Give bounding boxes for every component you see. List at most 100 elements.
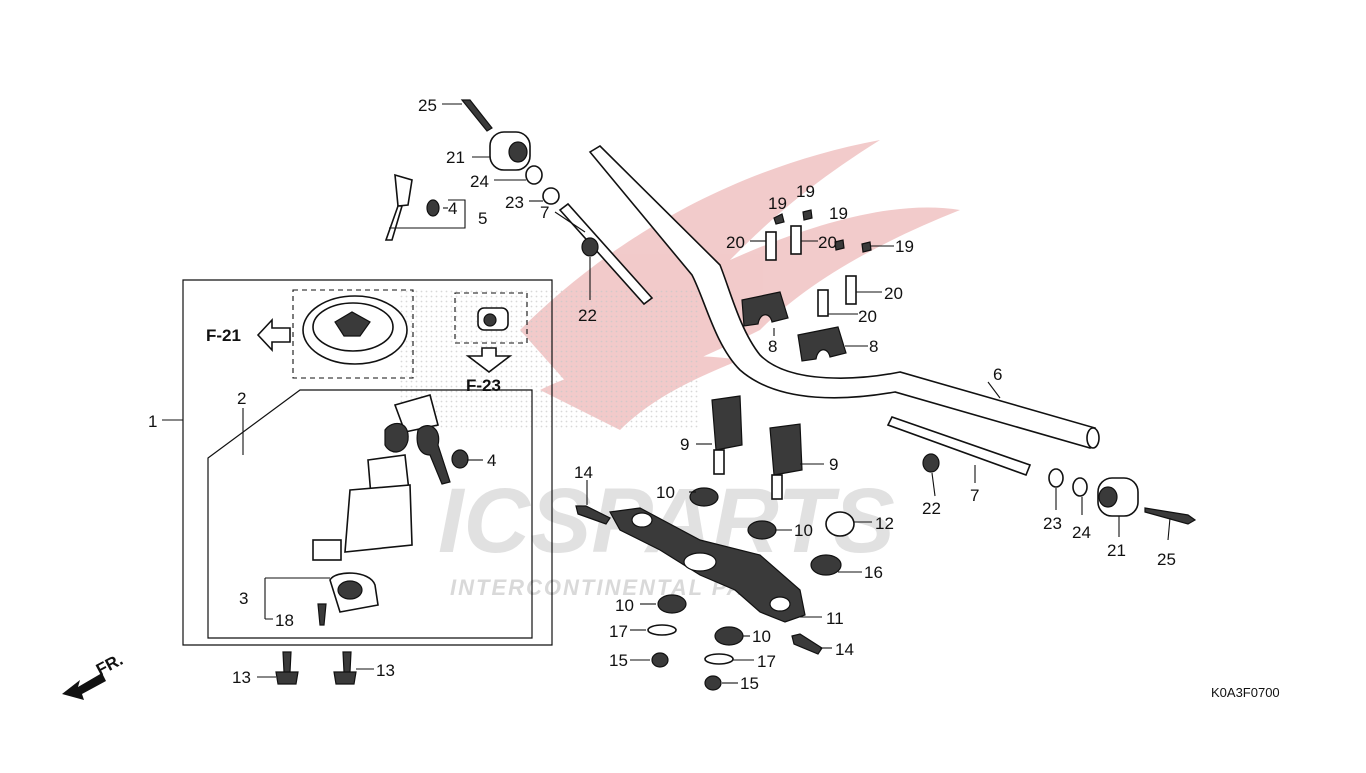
nut-22a: [581, 237, 599, 257]
callout-7b: 7: [970, 486, 979, 505]
ref-arrow-left: [256, 317, 291, 353]
bar-end-weight-right: [1097, 477, 1139, 517]
ring-23b: [1048, 468, 1064, 488]
callout-20d: 20: [884, 284, 903, 303]
bolt-20d: [845, 275, 857, 305]
lock-cylinder: [477, 307, 509, 331]
nut-15a: [651, 652, 669, 668]
cap-19b: [802, 209, 813, 221]
inner-tube-left: [558, 202, 654, 306]
callout-19a: 19: [768, 194, 787, 213]
switch-base: [329, 572, 379, 613]
top-bridge-hole-c: [683, 552, 717, 572]
assembly-box-2: [207, 389, 533, 639]
bolt-20a: [765, 231, 777, 261]
front-marker: FR.: [93, 650, 126, 680]
diagram-code: K0A3F0700: [1211, 685, 1280, 700]
callout-13b: 13: [376, 661, 395, 680]
key-set: [384, 173, 413, 241]
leader-lines: [162, 103, 1171, 684]
callout-8b: 8: [869, 337, 878, 356]
inner-tube-right: [886, 416, 1032, 477]
fuel-cap: [302, 295, 408, 365]
callout-5: 5: [478, 209, 487, 228]
callout-21b: 21: [1107, 541, 1126, 560]
callout-21a: 21: [446, 148, 465, 167]
callout-1: 1: [148, 412, 157, 431]
callout-20a: 20: [726, 233, 745, 252]
handlebar-end: [1086, 427, 1100, 449]
fuel-cap-dashed-box: [292, 289, 414, 379]
callout-10d: 10: [752, 627, 771, 646]
cap-19c: [834, 239, 845, 251]
callout-3: 3: [239, 589, 248, 608]
callout-4a: 4: [448, 199, 457, 218]
callout-22b: 22: [922, 499, 941, 518]
bolt-25b: [1144, 507, 1197, 525]
bolt-25a: [460, 99, 493, 132]
watermark-logo: [400, 140, 960, 430]
holder-9a: [711, 395, 743, 475]
callout-20b: 20: [818, 233, 837, 252]
clip-24a: [525, 165, 543, 185]
bolt-13b: [333, 651, 357, 685]
washer-4b: [451, 449, 469, 469]
callout-17b: 17: [757, 652, 776, 671]
nut-15b: [704, 675, 722, 691]
holder-9b: [769, 423, 803, 500]
bolt-20b: [790, 225, 802, 255]
callout-10c: 10: [615, 596, 634, 615]
callout-4b: 4: [487, 451, 496, 470]
bushing-10d: [714, 626, 744, 646]
callout-20c: 20: [858, 307, 877, 326]
nut-16: [810, 554, 842, 576]
callout-25a: 25: [418, 96, 437, 115]
callout-17a: 17: [609, 622, 628, 641]
bolt-14b: [791, 633, 823, 655]
ref-label-left: F-21: [206, 326, 241, 345]
top-bridge-hole-a: [631, 512, 653, 528]
callout-19b: 19: [796, 182, 815, 201]
callout-19c: 19: [829, 204, 848, 223]
assembly-box-1: [182, 279, 553, 646]
callout-2: 2: [237, 389, 246, 408]
washer-17a: [647, 624, 677, 636]
washer-4a: [426, 199, 440, 217]
callout-6: 6: [993, 365, 1002, 384]
callout-15b: 15: [740, 674, 759, 693]
callout-23b: 23: [1043, 514, 1062, 533]
callout-8a: 8: [768, 337, 777, 356]
callout-11: 11: [826, 609, 844, 628]
callout-7a: 7: [540, 203, 549, 222]
bushing-10a: [689, 487, 719, 507]
callout-9b: 9: [829, 455, 838, 474]
bar-end-weight-left: [489, 131, 531, 171]
callout-22a: 22: [578, 306, 597, 325]
cap-19a: [773, 213, 785, 225]
screw-18: [317, 603, 327, 626]
callout-15a: 15: [609, 651, 628, 670]
bolt-14a: [575, 505, 611, 525]
ring-23a: [542, 187, 560, 205]
ignition-switch: [312, 394, 451, 561]
callout-16: 16: [864, 563, 883, 582]
bushing-10c: [657, 594, 687, 614]
callout-10b: 10: [794, 521, 813, 540]
cap-19d: [861, 241, 872, 253]
nut-22b: [922, 453, 940, 473]
callout-18: 18: [275, 611, 294, 630]
bolt-13a: [275, 651, 299, 685]
bolt-20c: [817, 289, 829, 317]
callout-25b: 25: [1157, 550, 1176, 569]
holder-8a: [741, 291, 789, 327]
top-bridge-hole-b: [769, 596, 791, 612]
callout-14a: 14: [574, 463, 593, 482]
callout-24b: 24: [1072, 523, 1091, 542]
watermark-brand: ICSPARTS: [438, 470, 895, 572]
callout-12: 12: [875, 514, 894, 533]
callout-14b: 14: [835, 640, 854, 659]
callout-24a: 24: [470, 172, 489, 191]
ref-arrow-down: [465, 347, 513, 374]
